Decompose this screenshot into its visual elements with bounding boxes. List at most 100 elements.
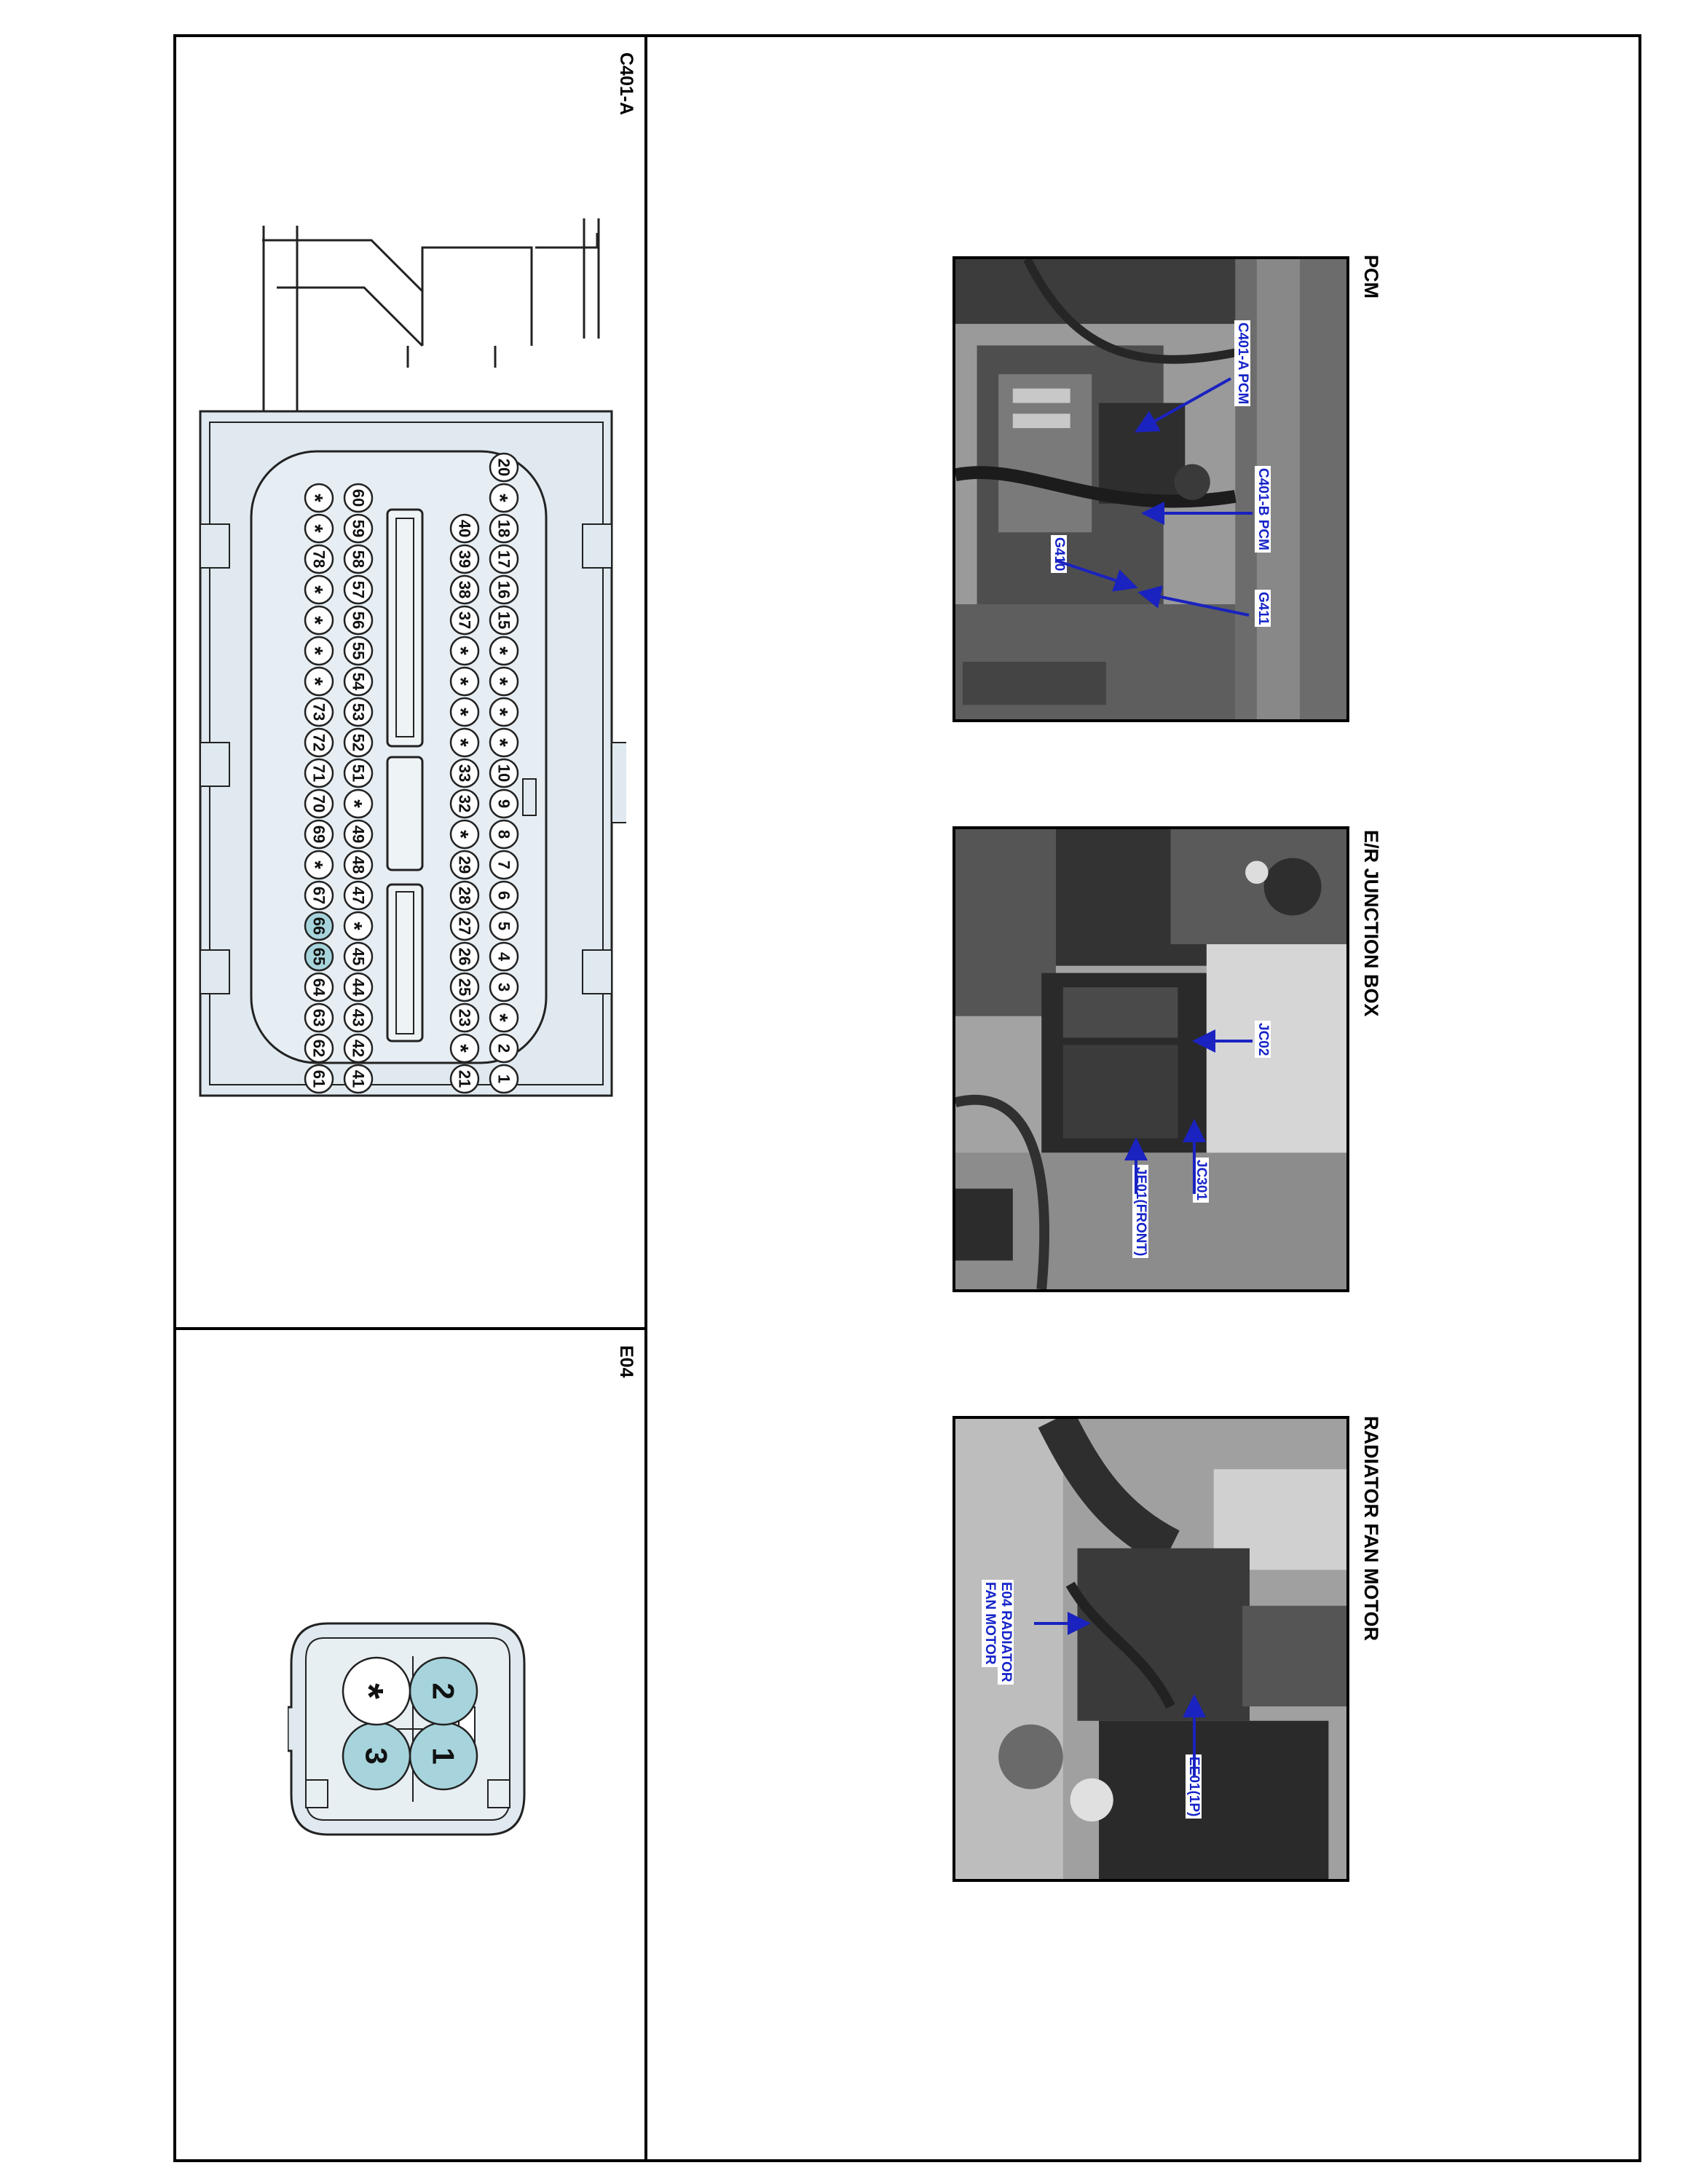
c401a-pin: 33: [449, 758, 480, 788]
callout-e04-radiator: E04 RADIATOR: [998, 1580, 1014, 1685]
c401a-pin: 38: [449, 574, 480, 605]
c401a-pin: 28: [449, 880, 480, 911]
c401a-pin-label: 10: [495, 764, 513, 782]
c401a-pin-label: 55: [350, 642, 368, 660]
c401a-pin: *: [488, 483, 519, 513]
c401a-pin: 65: [304, 941, 334, 972]
c401a-pin-label: 69: [310, 826, 328, 843]
c401a-pin-label: 32: [456, 795, 474, 812]
c401a-pin: *: [449, 636, 480, 666]
c401a-pin: 21: [449, 1064, 480, 1094]
c401a-pin-label: 53: [350, 703, 368, 721]
c401a-title: C401-A: [616, 52, 636, 116]
c401a-pin: 6: [489, 880, 519, 911]
c401a-pin-label: 28: [456, 887, 474, 904]
c401a-pin-label: 26: [456, 948, 474, 965]
c401a-pin: 5: [489, 911, 519, 941]
c401a-pin: *: [303, 666, 334, 697]
c401a-pin: 20: [489, 452, 519, 483]
e04-pin-label: *: [347, 1683, 393, 1699]
c401a-pin: 78: [304, 544, 334, 574]
c401a-pin-label: 29: [456, 856, 474, 874]
c401a-pin: 43: [343, 1002, 374, 1033]
photo-title-junction-box: E/R JUNCTION BOX: [1360, 830, 1382, 1017]
c401a-pin-label: 63: [310, 1009, 328, 1026]
c401a-pin-label: *: [303, 616, 327, 625]
c401a-pin-label: *: [342, 922, 366, 930]
callout-jc02: JC02: [1255, 1021, 1271, 1059]
e04-pin: 1: [409, 1721, 478, 1791]
c401a-pin-label: 5: [495, 922, 513, 930]
c401a-pin-label: 72: [310, 734, 328, 751]
c401a-pin-label: 23: [456, 1009, 474, 1026]
c401a-pin: 18: [489, 513, 519, 544]
c401a-pin-label: 65: [310, 948, 328, 965]
c401a-pin: *: [488, 636, 519, 666]
photo-title-pcm: PCM: [1360, 255, 1382, 298]
c401a-pin: *: [342, 911, 374, 941]
e04-pin: 2: [409, 1656, 478, 1726]
c401a-pin: 48: [343, 850, 374, 880]
callout-ee01-1p: EE01(1P): [1186, 1754, 1202, 1819]
frame-bottom-border: [173, 2159, 1641, 2162]
c401a-pin: 4: [489, 941, 519, 972]
c401a-pin-label: 8: [495, 830, 513, 839]
c401a-pin: *: [449, 697, 480, 727]
c401a-pin-label: 45: [350, 948, 368, 965]
c401a-pin-label: 20: [495, 459, 513, 476]
e04-pin-label: 2: [427, 1682, 461, 1699]
c401a-pin-label: 51: [350, 764, 368, 782]
c401a-pin-label: *: [449, 1044, 473, 1053]
c401a-pin: 32: [449, 788, 480, 819]
c401a-pin: 1: [489, 1064, 519, 1094]
c401a-pin: 51: [343, 758, 374, 788]
c401a-pin-label: *: [488, 1013, 512, 1022]
c401a-pin-label: 25: [456, 978, 474, 996]
c401a-pin: 42: [343, 1033, 374, 1064]
c401a-pin-label: 43: [350, 1009, 368, 1026]
c401a-pin: *: [488, 1002, 519, 1033]
e04-connector-diagram: 1 2 3 *: [288, 1622, 526, 1836]
e04-pin: 3: [342, 1721, 411, 1791]
c401a-pin: 52: [343, 727, 374, 758]
c401a-pin-label: 16: [495, 581, 513, 598]
c401a-pin-label: *: [488, 494, 512, 502]
c401a-pin-label: 3: [495, 983, 513, 992]
c401a-pin-label: 56: [350, 612, 368, 629]
c401a-pin-label: 71: [310, 764, 328, 782]
c401a-pin: *: [303, 605, 334, 636]
c401a-pin: 55: [343, 636, 374, 666]
c401a-pin-label: 21: [456, 1070, 474, 1088]
c401a-pin-label: 40: [456, 520, 474, 537]
c401a-pin: 9: [489, 788, 519, 819]
c401a-pin-label: *: [303, 860, 327, 869]
c401a-pin: 72: [304, 727, 334, 758]
c401a-pin-label: *: [303, 524, 327, 533]
c401a-pin: 2: [489, 1033, 519, 1064]
c401a-pin: 44: [343, 972, 374, 1002]
c401a-pin: 58: [343, 544, 374, 574]
c401a-pin-label: *: [488, 738, 512, 747]
c401a-pin: 71: [304, 758, 334, 788]
c401a-pin-label: 64: [310, 978, 328, 997]
c401a-pin: *: [449, 1033, 480, 1064]
c401a-pin-label: *: [488, 646, 512, 655]
c401a-pin: 41: [343, 1064, 374, 1094]
e04-pin-grid: 1 2 3 *: [342, 1656, 478, 1791]
c401a-pin: *: [449, 666, 480, 697]
c401a-pin: 60: [343, 483, 374, 513]
photo-radiator-fan-motor-image: [955, 1419, 1346, 1879]
c401a-pin-label: 73: [310, 703, 328, 721]
c401a-pin: 16: [489, 574, 519, 605]
c401a-pin-label: *: [449, 677, 473, 686]
c401a-pin-label: *: [488, 677, 512, 686]
callout-c401b-pcm: C401-B PCM: [1255, 466, 1271, 553]
c401a-pin-label: 9: [495, 799, 513, 808]
c401a-pin: 64: [304, 972, 334, 1002]
c401a-pin-label: *: [303, 494, 327, 502]
c401a-pin-label: 27: [456, 917, 474, 935]
c401a-pin-label: *: [342, 799, 366, 808]
c401a-pin: 10: [489, 758, 519, 788]
c401a-pin-label: 78: [310, 550, 328, 568]
